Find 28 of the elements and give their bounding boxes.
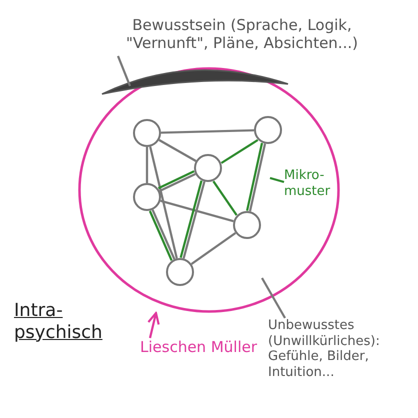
- network-line: [190, 232, 236, 265]
- network-line: [220, 139, 258, 164]
- network-line: [149, 146, 178, 259]
- annotation-text: Bewusstsein (Sprache, Logik, "Vernunft", Pläne, Absichten...): [92, 16, 392, 52]
- arrow: [147, 312, 160, 338]
- annotation-text: Unbewusstes (Unwillkürliches): Gefühle, Bilder, Intuition...: [268, 318, 416, 380]
- leader-line: [270, 176, 284, 184]
- network-line: [160, 200, 234, 222]
- network-line: [212, 180, 238, 216]
- large-circle: [78, 67, 340, 313]
- network-node-circle: [194, 154, 222, 182]
- network-line: [146, 147, 148, 183]
- heading-label: Intra-psychisch: [14, 300, 104, 344]
- network-node-circle: [133, 183, 161, 211]
- network-node-circle: [254, 116, 282, 144]
- network-line: [246, 142, 264, 211]
- network-node-circle: [166, 258, 194, 286]
- annotation-text: Mikro-muster: [284, 168, 342, 200]
- network-node-circle: [233, 211, 261, 239]
- network-line: [158, 170, 195, 190]
- network-line: [248, 143, 266, 212]
- network-node-circle: [133, 119, 161, 147]
- annotation-text: Lieschen Müller: [140, 338, 260, 356]
- leader-line: [261, 277, 286, 319]
- network-line: [159, 173, 196, 192]
- network-line: [158, 139, 196, 162]
- leader-line: [116, 56, 132, 86]
- network-line: [160, 129, 254, 134]
